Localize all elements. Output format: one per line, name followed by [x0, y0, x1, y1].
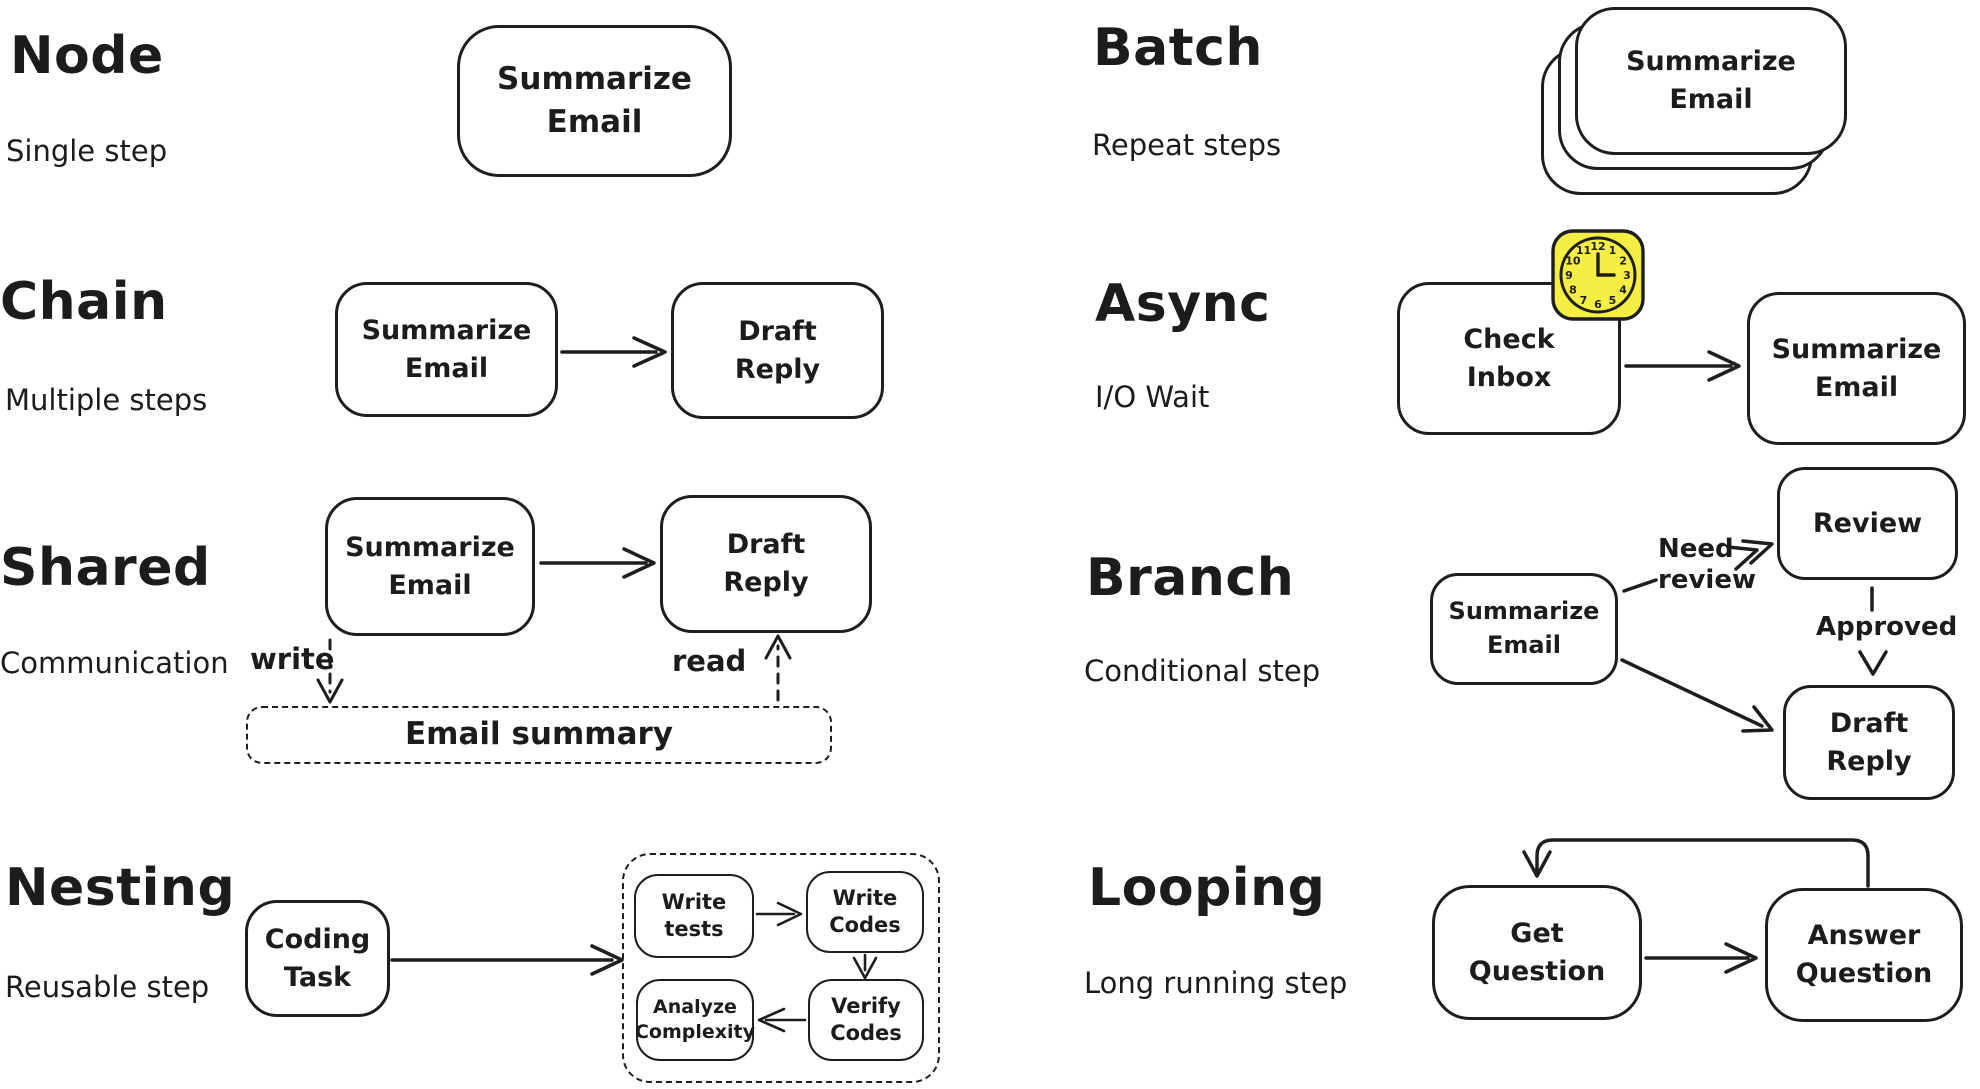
nesting-analyze-complexity: Analyze Complexity	[635, 979, 755, 1061]
section-subtitle-branch: Conditional step	[1084, 654, 1321, 688]
section-title-looping: Looping	[1088, 858, 1326, 918]
section-title-nesting: Nesting	[5, 858, 236, 918]
chain-draft-reply: Draft Reply	[671, 282, 884, 419]
branch-summarize-email: Summarize Email	[1430, 573, 1618, 685]
section-title-shared: Shared	[0, 538, 211, 598]
looping-forward-arrow	[1644, 942, 1758, 974]
shared-draft-reply: Draft Reply	[660, 495, 872, 633]
chain-summarize-email: Summarize Email	[335, 282, 558, 417]
clock-number: 2	[1619, 255, 1627, 268]
branch-review: Review	[1777, 467, 1958, 580]
nesting-write-tests: Write tests	[634, 874, 754, 958]
clock-number: 8	[1569, 284, 1577, 297]
nesting-verify-codes: Verify Codes	[808, 979, 924, 1061]
branch-direct-arrow	[1620, 658, 1774, 733]
looping-back-arrow	[1522, 838, 1870, 888]
section-subtitle-looping: Long running step	[1084, 966, 1348, 1000]
section-subtitle-node: Single step	[6, 134, 168, 168]
shared-email-summary-store: Email summary	[246, 706, 832, 764]
section-title-chain: Chain	[0, 272, 168, 332]
branch-draft-reply: Draft Reply	[1783, 685, 1955, 800]
section-subtitle-async: I/O Wait	[1095, 380, 1210, 414]
branch-approved-label: Approved	[1816, 612, 1958, 642]
looping-get-question: Get Question	[1432, 885, 1642, 1020]
section-subtitle-nesting: Reusable step	[5, 970, 210, 1004]
section-title-batch: Batch	[1093, 18, 1263, 78]
nesting-subflow-frame	[622, 853, 940, 1083]
clock-number: 3	[1623, 269, 1631, 282]
nesting-entry-arrow	[390, 944, 624, 976]
section-title-node: Node	[10, 26, 164, 86]
clock-number: 12	[1590, 240, 1605, 253]
looping-answer-question: Answer Question	[1765, 888, 1963, 1022]
section-subtitle-chain: Multiple steps	[5, 383, 208, 417]
async-summarize-email: Summarize Email	[1747, 292, 1966, 445]
shared-summarize-email: Summarize Email	[325, 497, 535, 636]
clock-number: 11	[1576, 244, 1591, 257]
clock-number: 7	[1580, 294, 1588, 307]
async-arrow	[1624, 350, 1741, 382]
clock-icon: 12 1 2 3 4 5 6 7 8 9 10 11	[1550, 228, 1646, 322]
clock-number: 4	[1619, 284, 1627, 297]
section-subtitle-shared: Communication	[0, 646, 229, 680]
section-title-async: Async	[1095, 274, 1271, 334]
shared-read-arrow	[764, 634, 792, 702]
clock-number: 5	[1609, 294, 1617, 307]
clock-number: 10	[1565, 255, 1581, 268]
shared-write-label: write	[250, 642, 335, 676]
shared-arrow	[539, 547, 656, 579]
shared-read-label: read	[672, 644, 747, 678]
batch-summarize-email: Summarize Email	[1575, 7, 1847, 155]
section-subtitle-batch: Repeat steps	[1092, 128, 1282, 162]
section-title-branch: Branch	[1086, 548, 1295, 608]
nesting-coding-task: Coding Task	[245, 900, 390, 1017]
clock-number: 6	[1594, 298, 1602, 311]
clock-number: 1	[1609, 244, 1617, 257]
node-summarize-email: Summarize Email	[457, 25, 732, 177]
branch-need-review-label: Need review	[1658, 534, 1756, 596]
clock-number: 9	[1565, 269, 1573, 282]
chain-arrow	[560, 336, 667, 368]
nesting-write-codes: Write Codes	[806, 871, 924, 953]
